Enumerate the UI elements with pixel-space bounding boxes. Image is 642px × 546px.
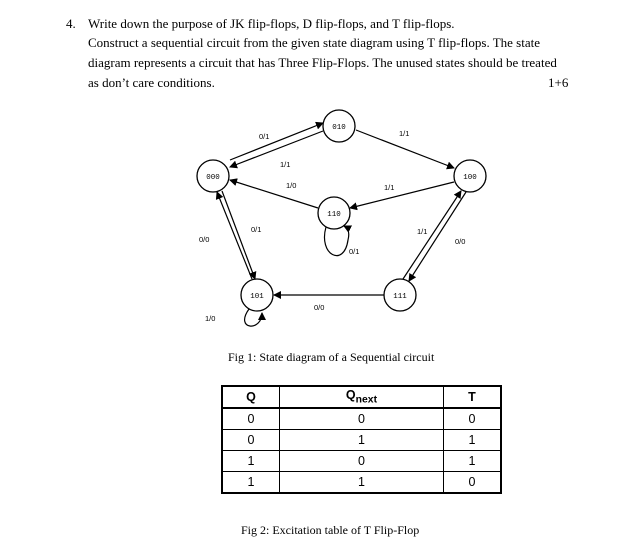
state-label-111: 111 [393,293,407,301]
header-qnext-main: Q [345,388,356,403]
edge-label-111-101: 0/0 [314,303,324,312]
edge-label-110-000: 1/0 [286,181,296,190]
cell-qnext: 1 [279,429,444,451]
state-label-101: 101 [250,293,264,301]
question-line-3: diagram represents a circuit that has Th… [88,55,557,70]
state-label-110: 110 [327,211,341,219]
state-110: 110 [317,196,351,230]
table-row: 1 0 1 [221,450,502,472]
cell-t: 0 [443,471,502,494]
edge-000-to-010 [229,121,324,161]
edge-101-self-loop [244,308,266,327]
table-row: 1 1 0 [221,471,502,494]
cell-t: 1 [443,450,502,472]
header-q: Q [221,385,280,409]
edge-label-101-self: 1/0 [205,314,215,323]
state-label-100: 100 [463,174,477,182]
figure-1-caption: Fig 1: State diagram of a Sequential cir… [228,350,435,364]
edge-010-to-000 [229,130,324,169]
edge-label-110-self: 0/1 [349,247,359,256]
question-line-4: as don’t care conditions. [88,75,215,90]
header-t: T [443,385,502,409]
cell-q: 1 [221,471,280,494]
edge-100-to-110 [349,181,455,211]
state-100: 100 [453,159,487,193]
state-101: 101 [240,278,274,312]
cell-q: 1 [221,450,280,472]
header-qnext-sub: next [355,394,378,406]
cell-q: 0 [221,407,280,430]
cell-qnext: 0 [279,407,444,430]
state-000: 000 [196,159,230,193]
cell-q: 0 [221,429,280,451]
edge-101-to-000 [215,191,253,280]
excitation-table: Q Qnext T 0 0 0 0 1 1 1 0 1 1 1 0 [221,385,502,494]
edge-000-to-101 [221,190,257,280]
edge-010-to-100 [355,129,455,170]
state-diagram: 000 010 100 110 101 111 0/1 1/1 1/1 1/0 [196,109,487,327]
edge-label-100-110: 1/1 [384,183,394,192]
figure-2-caption: Fig 2: Excitation table of T Flip-Flop [241,523,420,537]
edge-label-101-000: 0/1 [251,225,261,234]
state-label-000: 000 [206,174,220,182]
edge-label-000-010: 0/1 [259,132,269,141]
question-marks: 1+6 [548,75,569,90]
table-row: 0 0 0 [221,407,502,430]
edge-100-to-111 [408,191,467,282]
edge-111-to-100 [402,190,462,280]
edge-label-010-100: 1/1 [399,129,409,138]
question-line-1: Write down the purpose of JK flip-flops,… [88,16,455,31]
edge-110-to-000 [229,178,319,209]
header-qnext: Qnext [279,385,444,409]
cell-qnext: 0 [279,450,444,472]
question-line-2: Construct a sequential circuit from the … [88,35,541,50]
state-111: 111 [383,278,417,312]
cell-t: 1 [443,429,502,451]
state-010: 010 [322,109,356,143]
edge-label-100-111: 0/0 [455,237,465,246]
edge-label-111-100: 1/1 [417,227,427,236]
edge-label-000-101: 0/0 [199,235,209,244]
table-row: 0 1 1 [221,429,502,451]
state-label-010: 010 [332,124,346,132]
cell-qnext: 1 [279,471,444,494]
edge-label-010-000: 1/1 [280,160,290,169]
cell-t: 0 [443,407,502,430]
question-number: 4. [66,16,76,31]
edge-110-self-loop [323,225,353,257]
